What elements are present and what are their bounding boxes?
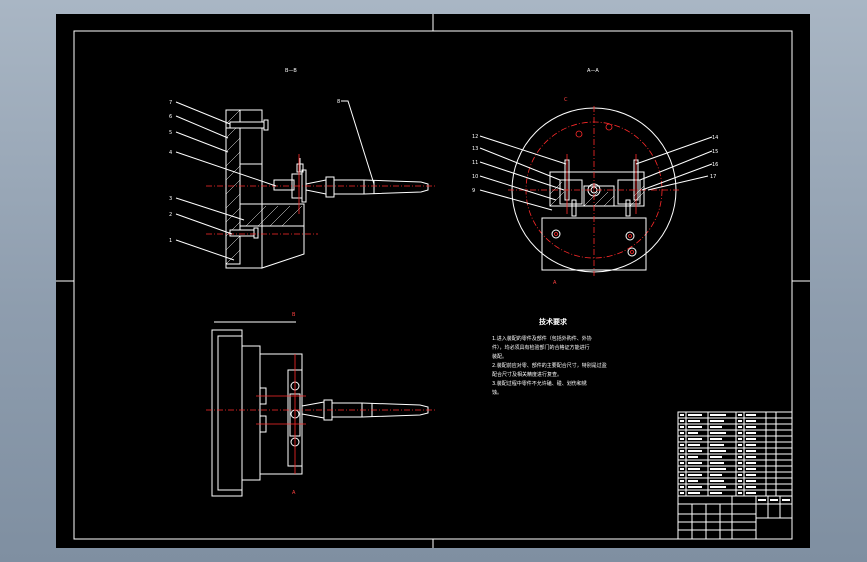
section-mark-view3-bottom: A bbox=[292, 490, 296, 496]
tech-note-line-2: 件），均必须具有检验部门的合格证方能进行 bbox=[492, 344, 590, 351]
tech-note-line-1: 1.进入装配的零件及部件（包括外购件、外协 bbox=[492, 335, 592, 342]
callout-2: 2 bbox=[169, 212, 172, 218]
callout-15: 15 bbox=[712, 149, 718, 155]
view-bottom: B A bbox=[206, 312, 436, 497]
callout-6: 6 bbox=[169, 114, 172, 120]
callout-10: 10 bbox=[472, 174, 478, 180]
technical-requirements: 技术要求 1.进入装配的零件及部件（包括外购件、外协 件），均必须具有检验部门的… bbox=[492, 317, 607, 396]
callout-7: 7 bbox=[169, 100, 172, 106]
callout-4: 4 bbox=[169, 150, 172, 156]
callout-8: 8 bbox=[337, 99, 340, 105]
section-mark-bottom: A bbox=[553, 280, 557, 286]
callout-17: 17 bbox=[710, 174, 716, 180]
callout-13: 13 bbox=[472, 146, 478, 152]
callout-3: 3 bbox=[169, 196, 172, 202]
tech-note-line-6: 3.装配过程中零件不允许磕、碰、划伤和锈 bbox=[492, 380, 587, 387]
callout-1: 1 bbox=[169, 238, 172, 244]
drawing-sheet: B—B bbox=[56, 14, 810, 548]
callout-14: 14 bbox=[712, 135, 718, 141]
view-aa-label: A—A bbox=[587, 68, 599, 74]
tech-requirements-title: 技术要求 bbox=[539, 317, 568, 326]
view-b-b: B—B bbox=[169, 68, 436, 269]
tech-note-line-7: 蚀。 bbox=[492, 389, 502, 396]
tech-note-line-3: 装配。 bbox=[492, 353, 507, 360]
section-mark-view3-top: B bbox=[292, 312, 296, 318]
parts-list-title-block bbox=[677, 411, 793, 540]
inner-frame bbox=[73, 30, 793, 540]
view-bb-label: B—B bbox=[285, 68, 297, 74]
callout-16: 16 bbox=[712, 162, 718, 168]
section-mark-top: C bbox=[564, 97, 568, 103]
assembly-drawing: B—B bbox=[56, 14, 810, 548]
callout-9: 9 bbox=[472, 188, 475, 194]
callout-5: 5 bbox=[169, 130, 172, 136]
callout-11: 11 bbox=[472, 160, 478, 166]
callout-12: 12 bbox=[472, 134, 478, 140]
view-a-a: A—A C A bbox=[472, 68, 718, 286]
tech-note-line-4: 2.装配前应对零、部件的主要配合尺寸，特别是过盈 bbox=[492, 362, 607, 369]
tech-note-line-5: 配合尺寸及相关精度进行复查。 bbox=[492, 371, 562, 378]
